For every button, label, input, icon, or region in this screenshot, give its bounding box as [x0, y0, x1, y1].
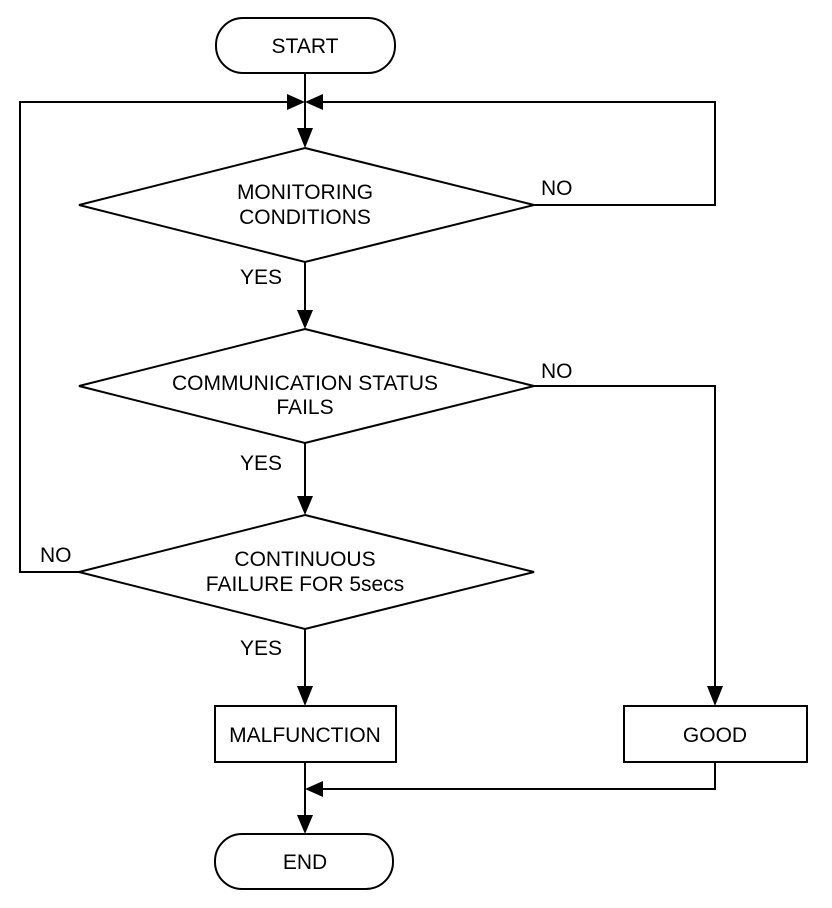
arrow-good-join — [305, 781, 323, 797]
start-node: START — [215, 17, 396, 74]
decision2-text-line1: COMMUNICATION STATUS — [172, 372, 438, 395]
decision3-text-line2: FAILURE FOR 5secs — [206, 573, 404, 596]
decision1-text-line2: CONDITIONS — [239, 206, 371, 229]
decision3-yes-label: YES — [240, 637, 282, 660]
decision3-text-line1: CONTINUOUS — [234, 548, 375, 571]
decision3-no-label: NO — [40, 544, 72, 567]
decision2-yes-label: YES — [240, 452, 282, 475]
decision1-no-label: NO — [541, 177, 573, 200]
decision1-text-line1: MONITORING — [237, 181, 373, 204]
merge-arrow-from-right — [305, 94, 323, 110]
good-box: GOOD — [623, 705, 808, 763]
good-label: GOOD — [683, 724, 747, 747]
connector-decision1-no-loop — [323, 101, 716, 206]
arrow-into-malfunction — [297, 686, 313, 706]
decision1-yes-label: YES — [240, 266, 282, 289]
connector-decision3-no-loop — [19, 101, 287, 573]
arrow-into-end — [297, 815, 313, 834]
decision2-no-label: NO — [541, 360, 573, 383]
decision2-text-line2: FAILS — [276, 396, 333, 419]
merge-arrow-from-left — [287, 94, 305, 110]
arrow-into-decision3 — [297, 496, 313, 515]
decision-continuous-failure: CONTINUOUS FAILURE FOR 5secs — [78, 513, 535, 631]
decision-monitoring-conditions: MONITORING CONDITIONS — [78, 146, 535, 264]
malfunction-label: MALFUNCTION — [229, 724, 381, 747]
connector-good-to-end — [323, 762, 716, 790]
connector-decision2-no — [534, 385, 716, 688]
malfunction-box: MALFUNCTION — [214, 705, 397, 763]
start-label: START — [272, 35, 339, 58]
arrow-into-decision2 — [297, 310, 313, 329]
arrow-into-decision1 — [297, 128, 313, 148]
arrow-into-good — [707, 686, 723, 706]
decision-communication-status: COMMUNICATION STATUS FAILS — [78, 327, 535, 445]
end-label: END — [283, 851, 327, 874]
end-node: END — [214, 833, 394, 890]
